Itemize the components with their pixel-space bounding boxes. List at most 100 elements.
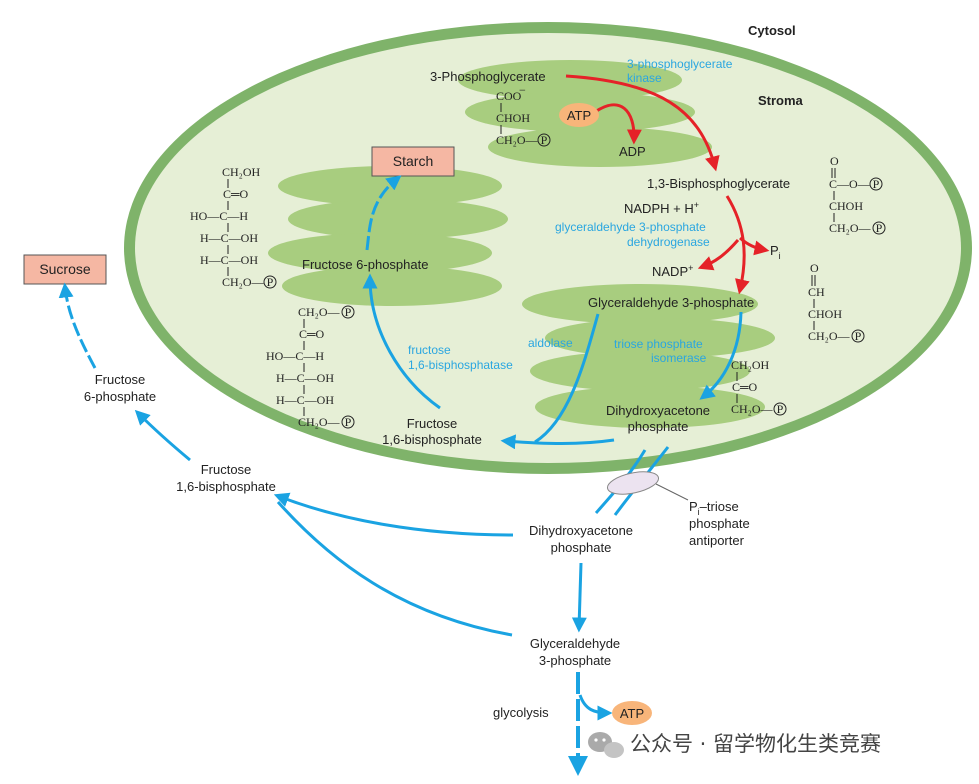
nadph-branch-arrow bbox=[697, 239, 740, 271]
phosphate-icon bbox=[341, 305, 355, 319]
phosphate-icon bbox=[263, 275, 277, 289]
nadp-label: NADP+ bbox=[652, 263, 693, 279]
svg-text:CHOH: CHOH bbox=[808, 307, 842, 321]
svg-text:CH₂O—: CH₂O— bbox=[731, 402, 774, 416]
fbp-stroma-label-1: Fructose bbox=[407, 416, 458, 431]
svg-text:P: P bbox=[541, 133, 548, 147]
svg-text:H—C—OH: H—C—OH bbox=[200, 253, 258, 267]
phosphate-icon bbox=[341, 415, 355, 429]
fbp-to-f6p-cyto-arrow bbox=[134, 409, 191, 462]
svg-text:CH₂O—: CH₂O— bbox=[222, 275, 265, 289]
bpg-label: 1,3-Bisphosphoglycerate bbox=[647, 176, 790, 191]
phosphate-icon bbox=[869, 177, 883, 191]
gapdh-enzyme-line2: dehydrogenase bbox=[627, 235, 710, 249]
dhap-to-g3p-cyto-arrow bbox=[571, 562, 587, 633]
antiporter-label-3: antiporter bbox=[689, 533, 745, 548]
svg-text:P: P bbox=[345, 305, 352, 319]
pgk-enzyme-line1: 3-phosphoglycerate bbox=[627, 57, 733, 71]
cytosol-label: Cytosol bbox=[748, 23, 796, 38]
tpi-enzyme-line1: triose phosphate bbox=[614, 337, 703, 351]
svg-text:C—O—: C—O— bbox=[829, 177, 871, 191]
svg-text:CH₂O—: CH₂O— bbox=[298, 305, 341, 319]
atp-yield-arrow bbox=[578, 694, 613, 721]
fbp-cyto-label-1: Fructose bbox=[201, 462, 252, 477]
antiporter-label-2: phosphate bbox=[689, 516, 750, 531]
watermark-text: 公众号 · 留学物化生类竞赛 bbox=[630, 732, 881, 756]
dhap-structure: CH₂OH C═O CH₂O— P bbox=[731, 358, 787, 416]
svg-text:H—C—OH: H—C—OH bbox=[200, 231, 258, 245]
sucrose-label: Sucrose bbox=[39, 261, 91, 277]
svg-text:CH₂O—: CH₂O— bbox=[496, 133, 539, 147]
svg-text:O: O bbox=[810, 261, 819, 275]
fbp-cyto-label-2: 1,6-bisphosphate bbox=[176, 479, 276, 494]
svg-text:HO—C—H: HO—C—H bbox=[266, 349, 324, 363]
dhap-cyto-label-2: phosphate bbox=[551, 540, 612, 555]
svg-text:HO—C—H: HO—C—H bbox=[190, 209, 248, 223]
pi-stroma-label: Pi bbox=[770, 243, 781, 261]
phosphate-icon bbox=[773, 402, 787, 416]
f6p-structure: CH₂OH C═O HO—C—H H—C—OH H—C—OH CH₂O— P bbox=[190, 165, 277, 289]
svg-text:P: P bbox=[777, 402, 784, 416]
fbp-structure: CH₂O— P C═O HO—C—H H—C—OH H—C—OH CH₂O— P bbox=[266, 305, 355, 429]
watermark: 公众号 · 留学物化生类竞赛 bbox=[588, 732, 881, 758]
svg-text:CH₂O—: CH₂O— bbox=[829, 221, 872, 235]
fbpase-enzyme-line1: fructose bbox=[408, 343, 451, 357]
pga-structure: COO − CHOH CH₂O— P bbox=[496, 83, 551, 147]
svg-text:CH₂O—: CH₂O— bbox=[298, 415, 341, 429]
svg-text:H—C—OH: H—C—OH bbox=[276, 371, 334, 385]
g3p-stroma-label: Glyceraldehyde 3-phosphate bbox=[588, 295, 754, 310]
phosphate-icon bbox=[851, 329, 865, 343]
svg-text:C═O: C═O bbox=[299, 327, 325, 341]
svg-text:P: P bbox=[345, 415, 352, 429]
pga-to-bpg-arrow bbox=[565, 74, 720, 172]
svg-text:COO: COO bbox=[496, 89, 522, 103]
atp-cytosol-label: ATP bbox=[620, 706, 644, 721]
svg-text:CH₂OH: CH₂OH bbox=[731, 358, 770, 372]
tpi-arrow bbox=[699, 311, 743, 400]
g3p-to-fbp-cyto-arrow bbox=[276, 500, 513, 637]
atp-oval-cytosol bbox=[612, 701, 652, 725]
svg-text:CHOH: CHOH bbox=[496, 111, 530, 125]
dhap-stroma-label-2: phosphate bbox=[628, 419, 689, 434]
f6p-cyto-label-1: Fructose bbox=[95, 372, 146, 387]
svg-text:P: P bbox=[267, 275, 274, 289]
svg-text:CH: CH bbox=[808, 285, 825, 299]
dhap-stroma-label-1: Dihydroxyacetone bbox=[606, 403, 710, 418]
aldolase-g3p-arrow bbox=[534, 313, 600, 444]
phosphate-icon bbox=[537, 133, 551, 147]
pgk-enzyme-line2: kinase bbox=[627, 71, 662, 85]
fbpase-enzyme-line2: 1,6-bisphosphatase bbox=[408, 358, 513, 372]
atp-stroma-label: ATP bbox=[567, 108, 591, 123]
glycolysis-label: glycolysis bbox=[493, 705, 549, 720]
svg-text:CH₂OH: CH₂OH bbox=[222, 165, 261, 179]
antiporter-label-1: Pi–triose bbox=[689, 499, 739, 517]
pi-release-arrow bbox=[739, 236, 770, 256]
nadph-label: NADPH + H+ bbox=[624, 200, 699, 216]
tpi-enzyme-line2: isomerase bbox=[651, 351, 707, 365]
f6p-cyto-label-2: 6-phosphate bbox=[84, 389, 156, 404]
thylakoid-stack-right bbox=[522, 284, 775, 428]
fbp-stroma-label-2: 1,6-bisphosphate bbox=[382, 432, 482, 447]
svg-text:P: P bbox=[873, 177, 880, 191]
stroma-label: Stroma bbox=[758, 93, 804, 108]
f6p-to-sucrose-arrow bbox=[58, 282, 97, 369]
atp-oval-stroma bbox=[559, 103, 599, 127]
bpg-structure: O C—O— P CHOH CH₂O— P bbox=[829, 154, 886, 235]
adp-label: ADP bbox=[619, 144, 646, 159]
g3p-cyto-label-1: Glyceraldehyde bbox=[530, 636, 620, 651]
svg-text:H—C—OH: H—C—OH bbox=[276, 393, 334, 407]
aldolase-dhap-arrow bbox=[500, 434, 615, 450]
svg-text:C═O: C═O bbox=[732, 380, 758, 394]
svg-text:O: O bbox=[830, 154, 839, 168]
atp-consumption-arrow bbox=[594, 103, 642, 145]
svg-text:P: P bbox=[855, 329, 862, 343]
fbp-to-f6p-arrow bbox=[362, 273, 441, 410]
svg-text:−: − bbox=[519, 83, 526, 97]
gapdh-enzyme-line1: glyceraldehyde 3-phosphate bbox=[555, 220, 706, 234]
dhap-cyto-label-1: Dihydroxyacetone bbox=[529, 523, 633, 538]
antiporter-leader bbox=[655, 483, 689, 501]
svg-text:CH₂O—: CH₂O— bbox=[808, 329, 851, 343]
chloroplast-stroma bbox=[135, 33, 961, 463]
